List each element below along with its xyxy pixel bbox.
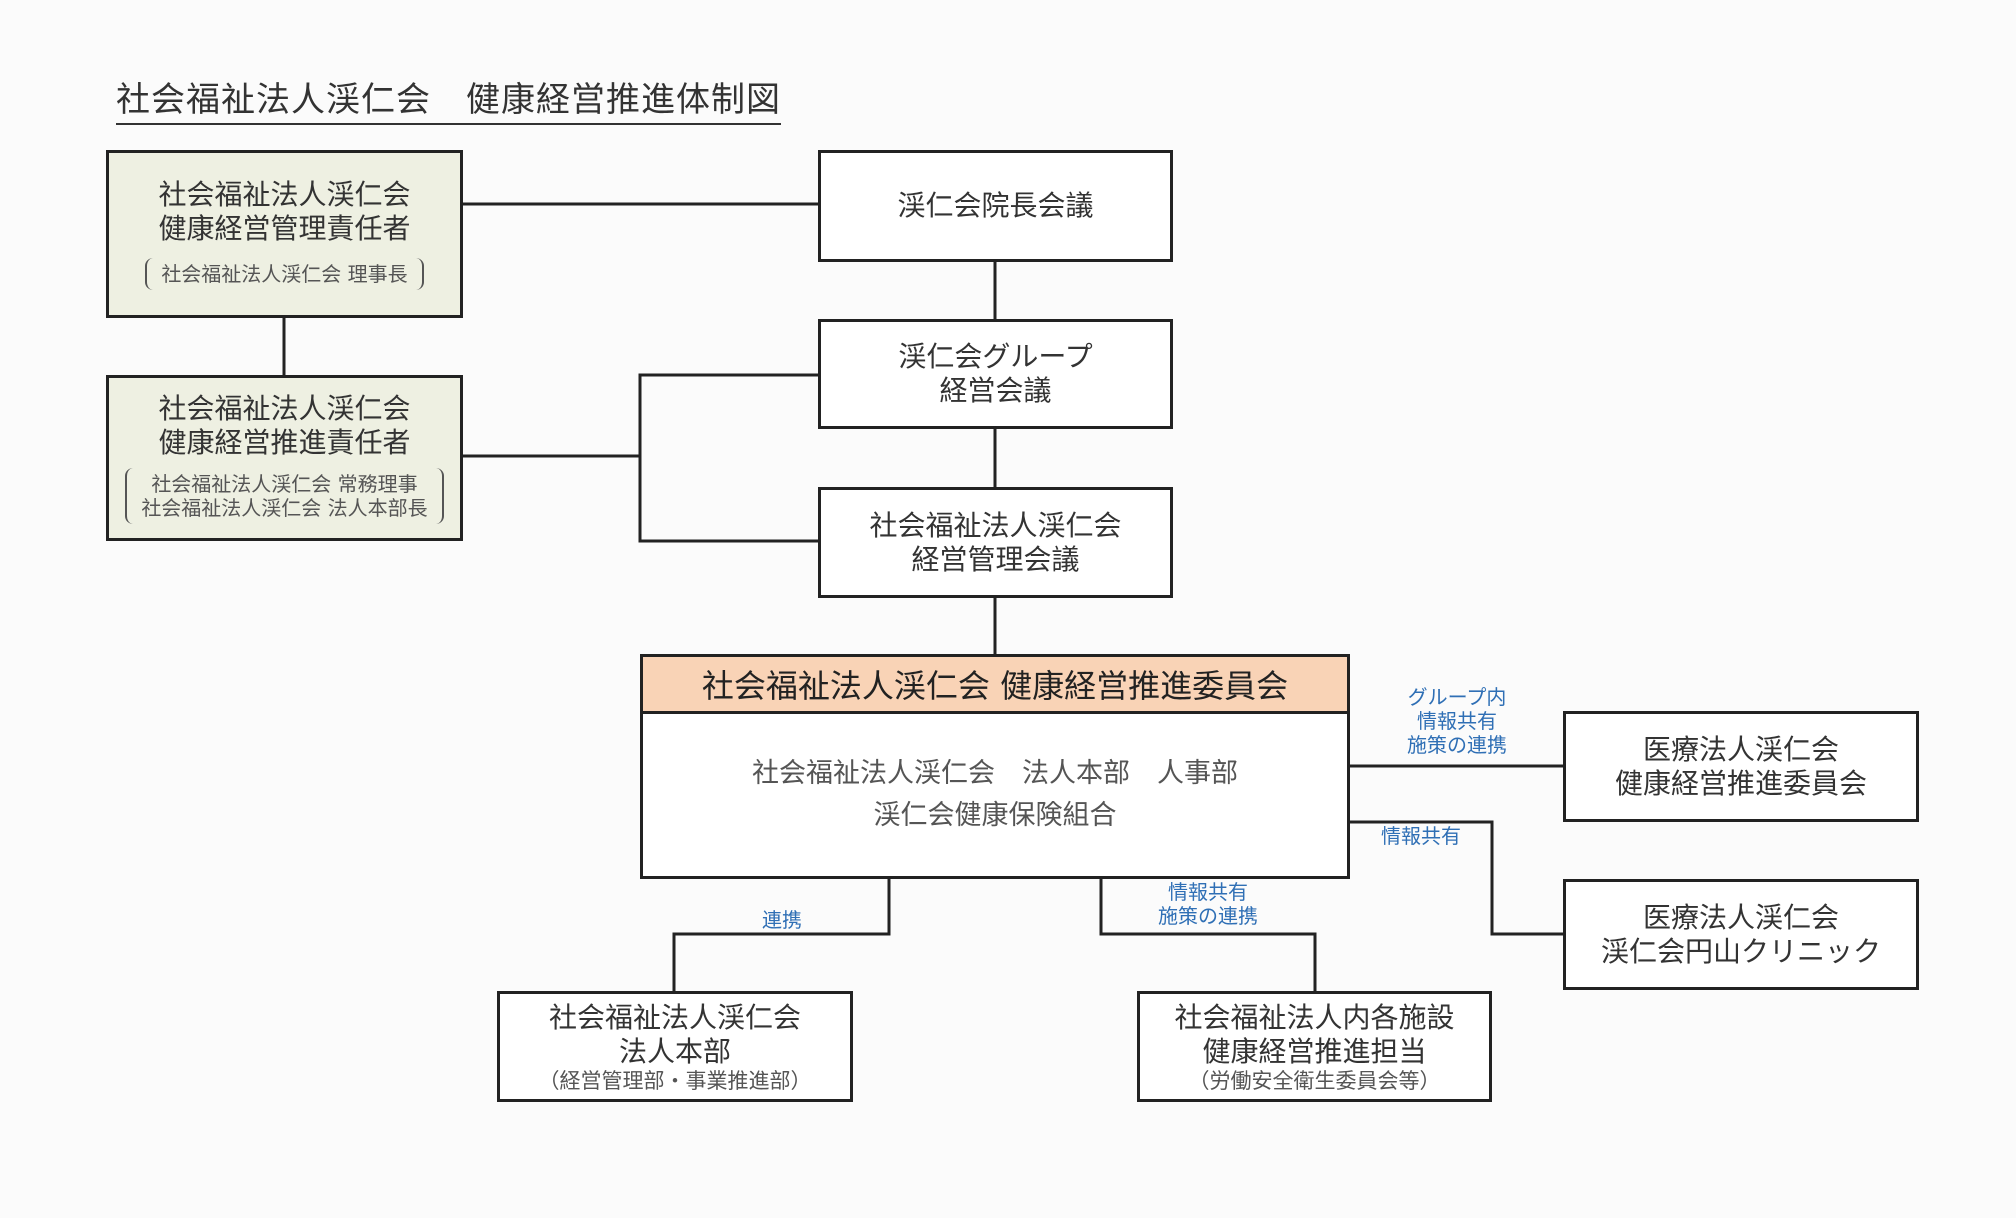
committee-line1: 社会福祉法人渓仁会 法人本部 人事部 (752, 758, 1238, 789)
page-title: 社会福祉法人渓仁会 健康経営推進体制図 (116, 72, 781, 125)
mgmt-line1: 社会福祉法人渓仁会 (869, 508, 1122, 542)
directors-box: 渓仁会院長会議 (818, 150, 1173, 262)
mgmt-box: 社会福祉法人渓仁会 経営管理会議 (818, 487, 1173, 598)
committee-box: 社会福祉法人渓仁会 健康経営推進委員会 社会福祉法人渓仁会 法人本部 人事部 渓… (640, 654, 1350, 879)
label-group-share-3: 施策の連携 (1407, 733, 1507, 757)
clinic-line2: 渓仁会円山クリニック (1600, 934, 1881, 968)
line-committee-clinic (1350, 820, 1563, 936)
promoter-sub: 社会福祉法人渓仁会 常務理事 社会福祉法人渓仁会 法人本部長 (125, 468, 444, 524)
hq-sub: （経営管理部・事業推進部） (538, 1068, 812, 1093)
committee-line2: 渓仁会健康保険組合 (873, 800, 1117, 831)
promoter-sub2: 社会福祉法人渓仁会 法人本部長 (141, 496, 428, 520)
label-share-coop-2: 施策の連携 (1158, 904, 1258, 928)
facilities-line2: 健康経営推進担当 (1202, 1034, 1427, 1068)
line-committee-facilities (1099, 879, 1317, 991)
clinic-box: 医療法人渓仁会 渓仁会円山クリニック (1563, 879, 1919, 990)
label-share-coop: 情報共有 施策の連携 (1158, 880, 1258, 928)
promoter-line2: 健康経営推進責任者 (158, 426, 411, 459)
label-share-coop-1: 情報共有 (1168, 880, 1248, 904)
manager-box: 社会福祉法人渓仁会 健康経営管理責任者 社会福祉法人渓仁会 理事長 (106, 150, 463, 318)
hq-box: 社会福祉法人渓仁会 法人本部 （経営管理部・事業推進部） (497, 991, 853, 1102)
label-group-share: グループ内 情報共有 施策の連携 (1407, 685, 1507, 757)
group-line2: 経営会議 (939, 374, 1052, 407)
directors-line1: 渓仁会院長会議 (897, 189, 1094, 222)
label-group-share-2: 情報共有 (1417, 709, 1497, 733)
hq-line2: 法人本部 (618, 1034, 731, 1068)
facilities-box: 社会福祉法人内各施設 健康経営推進担当 （労働安全衛生委員会等） (1137, 991, 1492, 1102)
manager-line2: 健康経営管理責任者 (158, 212, 411, 245)
promoter-sub1: 社会福祉法人渓仁会 常務理事 (151, 472, 418, 496)
line-committee-hq (672, 879, 891, 991)
group-box: 渓仁会グループ 経営会議 (818, 319, 1173, 429)
medical-committee-line2: 健康経営推進委員会 (1614, 766, 1867, 800)
facilities-sub: （労働安全衛生委員会等） (1188, 1068, 1441, 1093)
line-bracket (638, 373, 818, 543)
clinic-line1: 医療法人渓仁会 (1642, 900, 1839, 934)
group-line1: 渓仁会グループ (898, 340, 1093, 373)
manager-line1: 社会福祉法人渓仁会 (158, 178, 411, 211)
label-cooperation: 連携 (762, 908, 802, 932)
facilities-line1: 社会福祉法人内各施設 (1174, 1000, 1455, 1034)
mgmt-line2: 経営管理会議 (911, 542, 1080, 576)
label-group-share-1: グループ内 (1407, 685, 1507, 709)
manager-sub: 社会福祉法人渓仁会 理事長 (145, 258, 424, 290)
medical-committee-line1: 医療法人渓仁会 (1642, 732, 1839, 766)
label-info-share: 情報共有 (1381, 824, 1461, 848)
hq-line1: 社会福祉法人渓仁会 (548, 1000, 801, 1034)
promoter-line1: 社会福祉法人渓仁会 (158, 392, 411, 425)
promoter-box: 社会福祉法人渓仁会 健康経営推進責任者 社会福祉法人渓仁会 常務理事 社会福祉法… (106, 375, 463, 541)
committee-header: 社会福祉法人渓仁会 健康経営推進委員会 (643, 657, 1347, 714)
medical-committee-box: 医療法人渓仁会 健康経営推進委員会 (1563, 711, 1919, 822)
